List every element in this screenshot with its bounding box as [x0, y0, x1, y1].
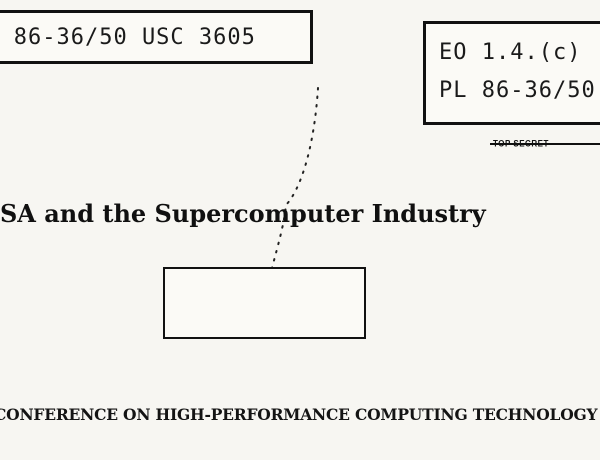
exemption-citation-eo: EO 1.4.(c)	[439, 40, 582, 65]
classification-stamp: TOP SECRET	[493, 138, 549, 149]
redaction-box	[163, 267, 366, 339]
exemption-citation-left: PL 86-36/50 USC 3605	[0, 25, 256, 50]
exemption-citation-pl: PL 86-36/50 USC 3605	[439, 78, 600, 103]
document-subtitle: CONFERENCE ON HIGH-PERFORMANCE COMPUTING…	[0, 405, 598, 424]
classification-strikethrough	[490, 143, 600, 145]
exemption-box-right: EO 1.4.(c) PL 86-36/50 USC 3605	[423, 21, 600, 125]
exemption-box-left: PL 86-36/50 USC 3605	[0, 10, 313, 64]
document-title: NSA and the Supercomputer Industry	[0, 199, 486, 228]
